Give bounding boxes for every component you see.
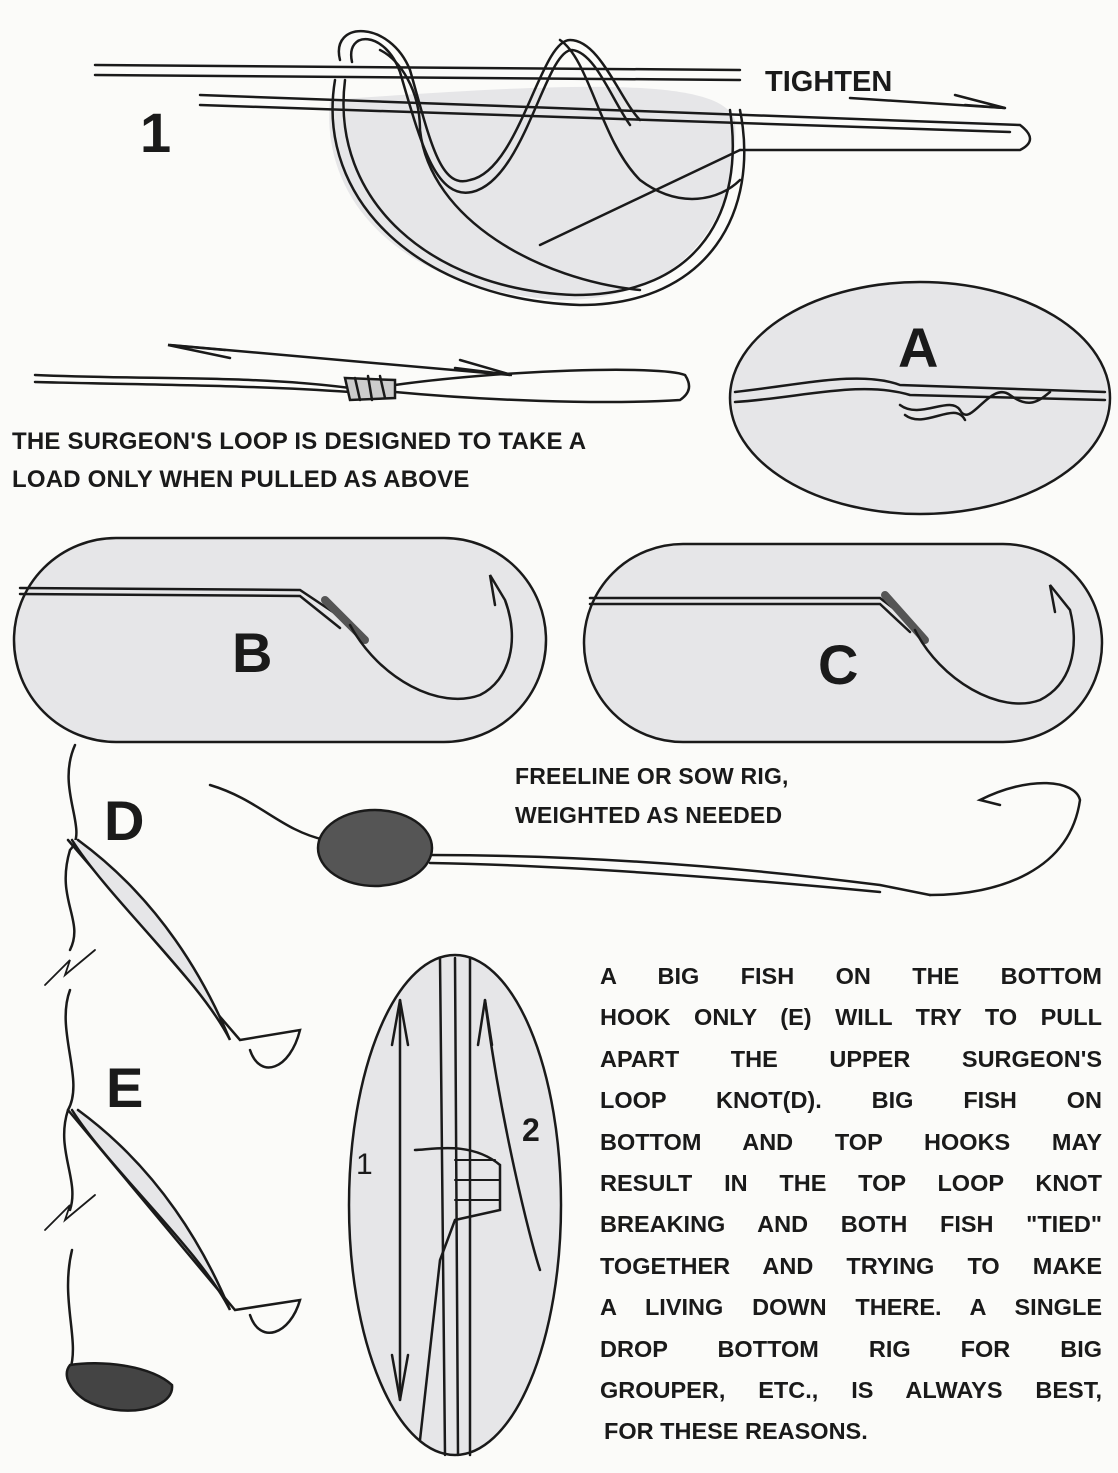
- paragraph-line: RESULT IN THE TOP LOOP KNOT: [600, 1169, 1102, 1196]
- panel-label-c: C: [818, 633, 859, 696]
- paragraph-line: LOOP KNOT(D). BIG FISH ON: [600, 1087, 1102, 1114]
- pull-diagram-oval: [347, 953, 563, 1457]
- panel-label-a: A: [898, 316, 939, 379]
- paragraph-line: DROP BOTTOM RIG FOR BIG: [600, 1335, 1102, 1362]
- hook-knot-c-drawing: [588, 584, 1075, 705]
- egg-sinker-icon: [316, 808, 434, 888]
- hook-knot-b-drawing: [18, 574, 514, 700]
- panel-label-b: B: [232, 621, 273, 684]
- freeline-caption-line-2: WEIGHTED AS NEEDED: [515, 802, 783, 828]
- pull-label-1: 1: [356, 1148, 373, 1181]
- tighten-label: TIGHTEN: [765, 66, 893, 98]
- paragraph-line: BREAKING AND BOTH FISH "TIED": [600, 1211, 1102, 1238]
- paragraph-line: FOR THESE REASONS.: [604, 1418, 868, 1445]
- surgeons-loop-tying-drawing: [93, 29, 1032, 307]
- pull-label-2: 2: [522, 1112, 540, 1148]
- completed-surgeons-loop-drawing: [33, 368, 691, 404]
- pear-sinker-icon: [65, 1361, 174, 1412]
- freeline-caption-line-1: FREELINE OR SOW RIG,: [515, 763, 789, 789]
- knot-detail-a-drawing: [733, 377, 1107, 422]
- paragraph-line: HOOK ONLY (E) WILL TRY TO PULL: [600, 1004, 1102, 1031]
- paragraph-line: GROUPER, ETC., IS ALWAYS BEST,: [600, 1376, 1102, 1403]
- caption-line-2: LOAD ONLY WHEN PULLED AS ABOVE: [12, 466, 470, 493]
- step-number-1: 1: [140, 101, 172, 164]
- knot-pull-diagram-drawing: [390, 956, 542, 1457]
- explanation-paragraph: A BIG FISH ON THE BOTTOM HOOK ONLY (E) W…: [600, 956, 1102, 1453]
- panel-label-d: D: [104, 789, 145, 852]
- dropper-loop-d-drawing: [44, 743, 302, 1069]
- detail-oval-c: [582, 542, 1104, 744]
- caption-line-1: THE SURGEON'S LOOP IS DESIGNED TO TAKE A: [12, 428, 587, 455]
- paragraph-line: A BIG FISH ON THE BOTTOM: [600, 963, 1102, 989]
- panel-label-e: E: [106, 1056, 144, 1119]
- tighten-arrow-icon: [848, 93, 1007, 110]
- paragraph-line: APART THE UPPER SURGEON'S: [600, 1045, 1102, 1072]
- detail-oval-a: [728, 280, 1112, 516]
- paragraph-line: TOGETHER AND TRYING TO MAKE: [600, 1252, 1102, 1279]
- paragraph-line: BOTTOM AND TOP HOOKS MAY: [600, 1128, 1102, 1155]
- dropper-loop-e-drawing: [44, 988, 302, 1372]
- detail-oval-b: [12, 536, 548, 744]
- double-arrow-icon: [167, 343, 513, 377]
- paragraph-line: A LIVING DOWN THERE. A SINGLE: [600, 1294, 1102, 1321]
- freeline-rig-drawing: [208, 781, 1082, 897]
